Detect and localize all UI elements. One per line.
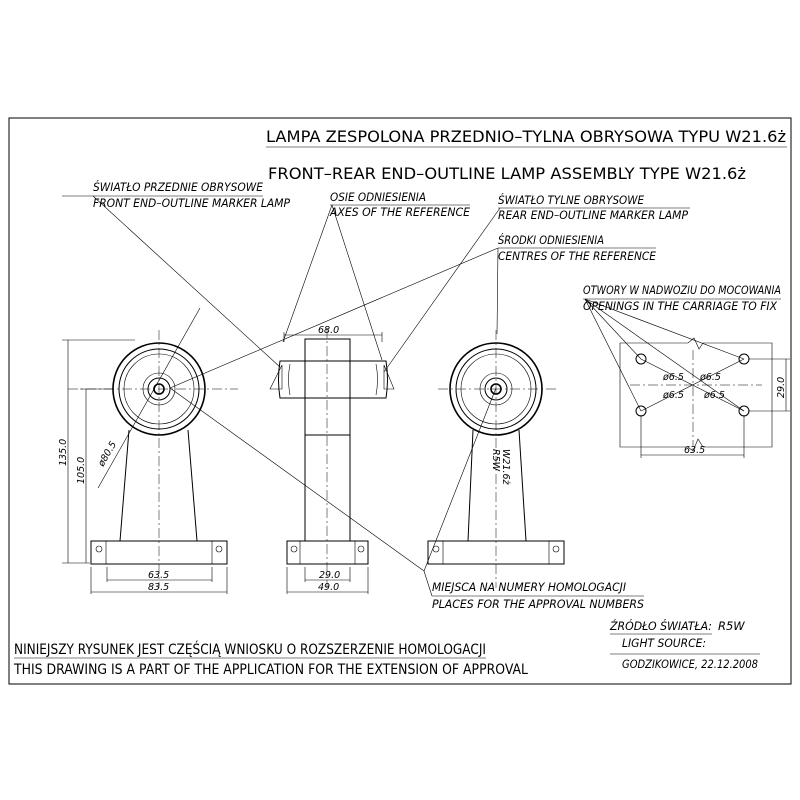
light-source-label-pl: ŹRÓDŁO ŚWIATŁA:: [609, 618, 712, 633]
title-english: FRONT–REAR END–OUTLINE LAMP ASSEMBLY TYP…: [268, 164, 746, 183]
rear-view-reference-centre: [490, 383, 502, 395]
rear-lamp-label-pl: ŚWIATŁO TYLNE OBRYSOWE: [498, 192, 645, 207]
footer-english: THIS DRAWING IS A PART OF THE APPLICATIO…: [13, 662, 528, 678]
label-front-lamp: ŚWIATŁO PRZEDNIE OBRYSOWE FRONT END–OUTL…: [93, 179, 290, 210]
mounting-hole-top-left: [635, 353, 647, 365]
axes-label-en: AXES OF THE REFERENCE: [329, 205, 471, 219]
axes-label-pl: OSIE ODNIESIENIA: [330, 190, 426, 204]
label-axes: OSIE ODNIESIENIA AXES OF THE REFERENCE: [329, 190, 471, 219]
dim-base-inner: 63.5: [148, 570, 169, 581]
drawing-frame: [8, 117, 792, 685]
centres-label-en: CENTRES OF THE REFERENCE: [498, 249, 657, 263]
openings-label-en: OPENINGS IN THE CARRIAGE TO FIX: [583, 299, 778, 313]
front-view: [68, 330, 238, 588]
dim-side-outer: 49.0: [318, 582, 339, 593]
dim-width-top: 68.0: [318, 325, 339, 336]
lamp-marking-bulb: R5W: [490, 449, 501, 472]
side-view-base: [286, 540, 369, 565]
dim-hole-d3: ø6.5: [662, 390, 684, 401]
light-source-block: ŹRÓDŁO ŚWIATŁA: R5W LIGHT SOURCE:: [609, 618, 745, 650]
dim-holes-height: 29.0: [776, 377, 787, 398]
label-rear-lamp: ŚWIATŁO TYLNE OBRYSOWE REAR END–OUTLINE …: [498, 192, 690, 222]
dim-lens-diameter: ø80.5: [96, 440, 120, 470]
front-lamp-label-pl: ŚWIATŁO PRZEDNIE OBRYSOWE: [93, 179, 264, 194]
label-openings: OTWORY W NADWOZIU DO MOCOWANIA OPENINGS …: [583, 283, 781, 313]
dim-side-inner: 29.0: [319, 570, 340, 581]
side-view: [269, 328, 395, 588]
rear-lamp-label-en: REAR END–OUTLINE MARKER LAMP: [498, 208, 688, 222]
centres-label-pl: ŚRODKI ODNIESIENIA: [498, 232, 604, 247]
dim-hole-d2: ø6.5: [699, 372, 721, 383]
title-polish: LAMPA ZESPOLONA PRZEDNIO–TYLNA OBRYSOWA …: [266, 127, 786, 146]
light-source-value: R5W: [718, 619, 745, 633]
light-source-label-en: LIGHT SOURCE:: [622, 636, 706, 650]
dim-base-outer: 83.5: [148, 582, 169, 593]
side-view-body: [304, 338, 351, 436]
place-and-date: GODZIKOWICE, 22.12.2008: [622, 657, 758, 671]
label-approval: MIEJSCA NA NUMERY HOMOLOGACJI PLACES FOR…: [432, 580, 644, 611]
rear-view-lens-outer: [449, 342, 543, 436]
front-view-dimensions: 135.0 105.0 ø80.5 63.5 83.5: [58, 307, 228, 594]
rear-view: W21.6ż R5W: [427, 330, 565, 588]
dim-height-total: 135.0: [58, 439, 69, 466]
approval-label-en: PLACES FOR THE APPROVAL NUMBERS: [432, 597, 644, 611]
footer-polish: NINIEJSZY RYSUNEK JEST CZĘŚCIĄ WNIOSKU O…: [14, 640, 486, 658]
label-centres: ŚRODKI ODNIESIENIA CENTRES OF THE REFERE…: [498, 232, 657, 263]
side-view-dimensions: 68.0 29.0 49.0: [283, 325, 383, 594]
openings-label-pl: OTWORY W NADWOZIU DO MOCOWANIA: [583, 283, 781, 297]
dim-holes-width: 63.5: [684, 445, 705, 456]
dim-height-axis: 105.0: [76, 457, 87, 484]
lamp-marking-type: W21.6ż: [500, 449, 511, 486]
dim-hole-d4: ø6.5: [703, 390, 725, 401]
dim-hole-d1: ø6.5: [662, 372, 684, 383]
leader-lines: [62, 195, 745, 597]
approval-label-pl: MIEJSCA NA NUMERY HOMOLOGACJI: [432, 580, 627, 594]
hole-pattern-detail: ø6.5 ø6.5 ø6.5 ø6.5 29.0 63.5: [619, 337, 790, 458]
front-lamp-label-en: FRONT END–OUTLINE MARKER LAMP: [93, 196, 290, 210]
